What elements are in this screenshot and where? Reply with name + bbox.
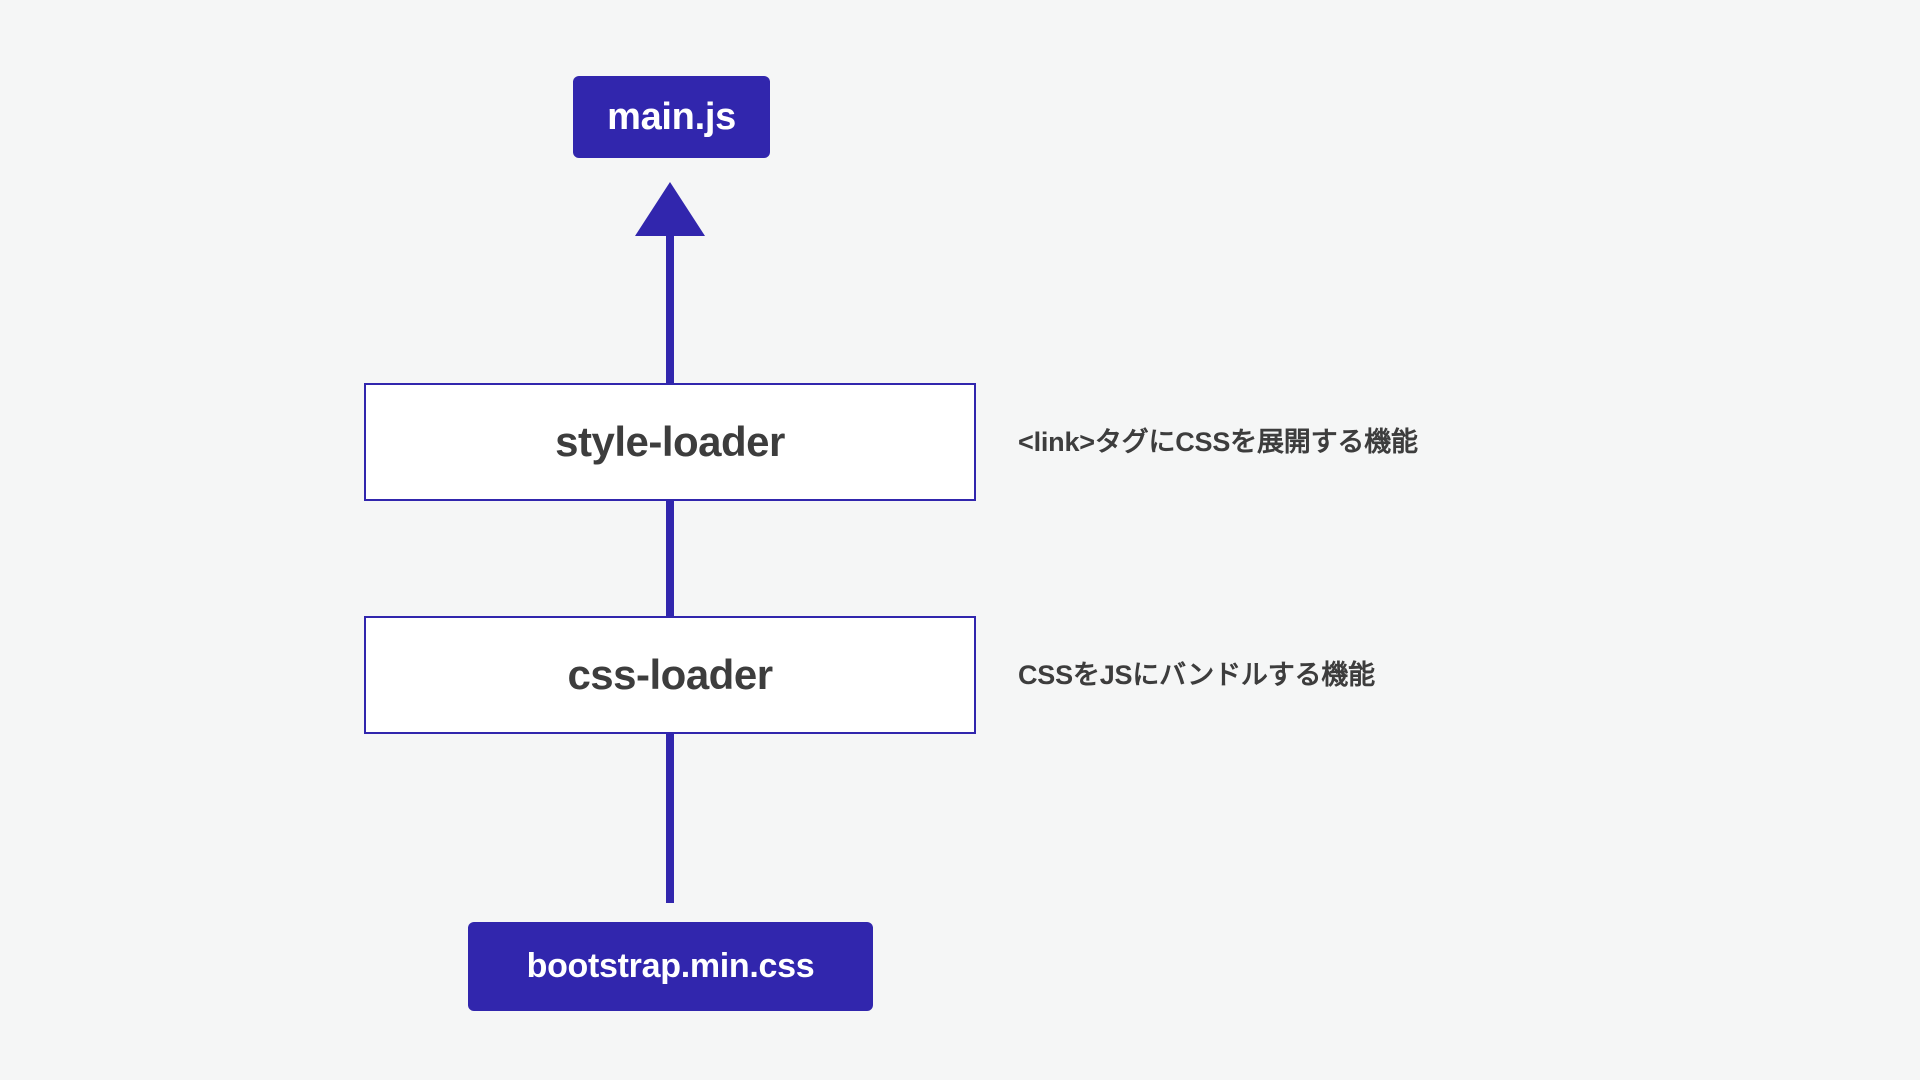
- annotation-css-loader: CSSをJSにバンドルする機能: [1018, 660, 1375, 690]
- node-style-loader-label: style-loader: [555, 418, 785, 465]
- node-bootstrap-css-label: bootstrap.min.css: [526, 947, 815, 985]
- node-main-js-label: main.js: [607, 95, 736, 138]
- node-bootstrap-css[interactable]: bootstrap.min.css: [468, 922, 873, 1011]
- node-css-loader-label: css-loader: [567, 651, 773, 698]
- node-main-js[interactable]: main.js: [573, 76, 770, 158]
- connector-shaft: [666, 232, 674, 903]
- arrowhead-icon: [635, 182, 705, 236]
- node-css-loader[interactable]: css-loader: [364, 616, 976, 734]
- node-style-loader[interactable]: style-loader: [364, 383, 976, 501]
- annotation-style-loader: <link>タグにCSSを展開する機能: [1018, 427, 1418, 457]
